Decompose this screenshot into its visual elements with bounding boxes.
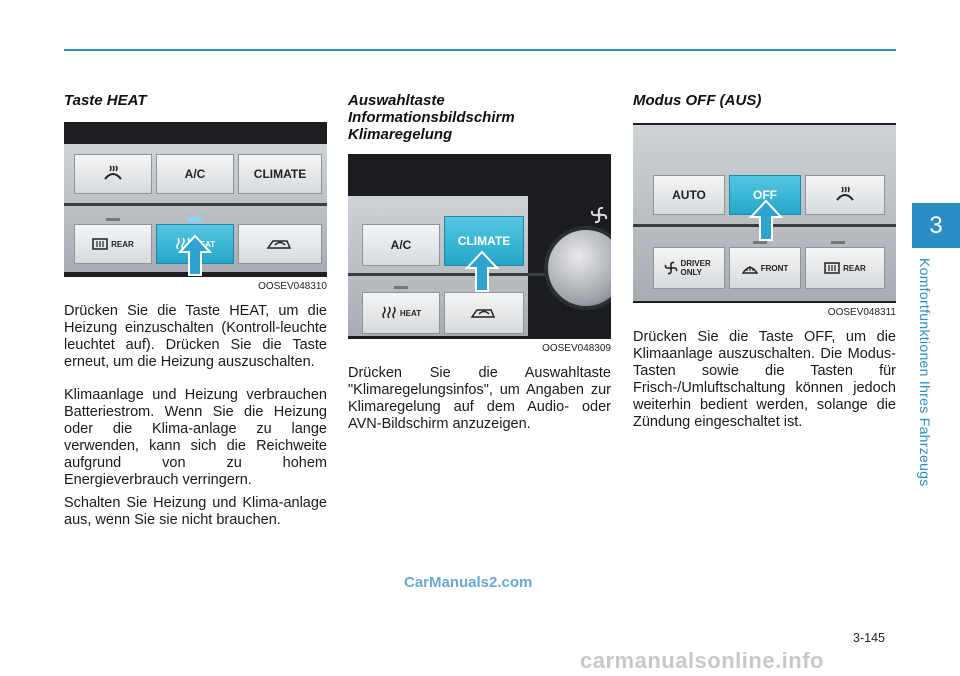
rear-led xyxy=(106,218,120,221)
recirculation-icon xyxy=(470,309,496,318)
figure-heat-button: A/C CLIMATE REAR HEAT xyxy=(64,122,327,277)
paragraph: Schalten Sie Heizung und Klima-anlage au… xyxy=(64,495,327,528)
chapter-title-text: Komfortfunktionen Ihres Fahrzeugs xyxy=(917,258,933,487)
section-heading: Auswahltaste Informationsbildschirm Klim… xyxy=(348,92,515,143)
ac-key: A/C xyxy=(362,224,440,266)
press-arrow-icon xyxy=(749,199,783,241)
section-heat: Taste HEAT A/C CLIMATE REAR HEAT OOSEV04… xyxy=(64,92,327,529)
defrost-icon xyxy=(836,186,854,201)
defrost-key xyxy=(74,154,152,194)
heat-led xyxy=(394,286,408,289)
rear-defrost-icon xyxy=(824,262,840,274)
auto-key: AUTO xyxy=(653,175,725,215)
off-key: OFF xyxy=(729,175,801,215)
rear-defrost-key: REAR xyxy=(805,247,885,289)
page-number: 3-145 xyxy=(853,631,885,645)
front-led xyxy=(753,241,767,244)
figure-caption: OOSEV048311 xyxy=(827,307,896,318)
fan-icon xyxy=(590,206,608,224)
heat-key: HEAT xyxy=(362,292,440,334)
rear-defrost-icon xyxy=(92,238,108,250)
section-climate-info: Auswahltaste Informationsbildschirm Klim… xyxy=(348,92,611,433)
defrost-icon xyxy=(104,165,122,180)
paragraph: Drücken Sie die Auswahltaste "Klimaregel… xyxy=(348,365,611,432)
defrost-key xyxy=(805,175,885,215)
recirculation-key xyxy=(444,292,524,334)
chapter-number-tab: 3 xyxy=(912,203,960,248)
heat-led xyxy=(188,218,202,221)
front-defrost-icon xyxy=(741,266,758,274)
top-rule xyxy=(64,49,896,51)
paragraph: Klimaanlage und Heizung verbrauchen Batt… xyxy=(64,387,327,488)
footer-site-watermark: carmanualsonline.info xyxy=(580,648,824,673)
figure-caption: OOSEV048310 xyxy=(258,281,327,292)
section-heading: Taste HEAT xyxy=(64,92,147,109)
paragraph: Drücken Sie die Taste OFF, um die Klimaa… xyxy=(633,329,896,430)
recirculation-key xyxy=(238,224,322,264)
press-arrow-icon xyxy=(178,234,212,276)
section-heading: Modus OFF (AUS) xyxy=(633,92,762,109)
recirculation-icon xyxy=(266,240,292,249)
heat-icon xyxy=(382,306,396,319)
figure-off-button: AUTO OFF DRIVER ONLY FRONT REAR xyxy=(633,123,896,303)
driver-only-key: DRIVER ONLY xyxy=(653,247,725,289)
press-arrow-icon xyxy=(465,250,499,292)
ac-key: A/C xyxy=(156,154,234,194)
paragraph: Drücken Sie die Taste HEAT, um die Heizu… xyxy=(64,303,327,370)
rear-led xyxy=(831,241,845,244)
divider-bar xyxy=(64,203,327,206)
divider-bar xyxy=(348,273,548,276)
front-defrost-key: FRONT xyxy=(729,247,801,289)
fan-icon xyxy=(664,261,677,275)
figure-caption: OOSEV048309 xyxy=(542,343,611,354)
fan-knob xyxy=(544,226,611,310)
rear-defrost-key: REAR xyxy=(74,224,152,264)
figure-climate-button: A/C CLIMATE HEAT xyxy=(348,154,611,339)
section-off-mode: Modus OFF (AUS) AUTO OFF DRIVER ONLY FRO… xyxy=(633,92,896,431)
watermark: CarManuals2.com xyxy=(404,574,533,591)
climate-key: CLIMATE xyxy=(238,154,322,194)
